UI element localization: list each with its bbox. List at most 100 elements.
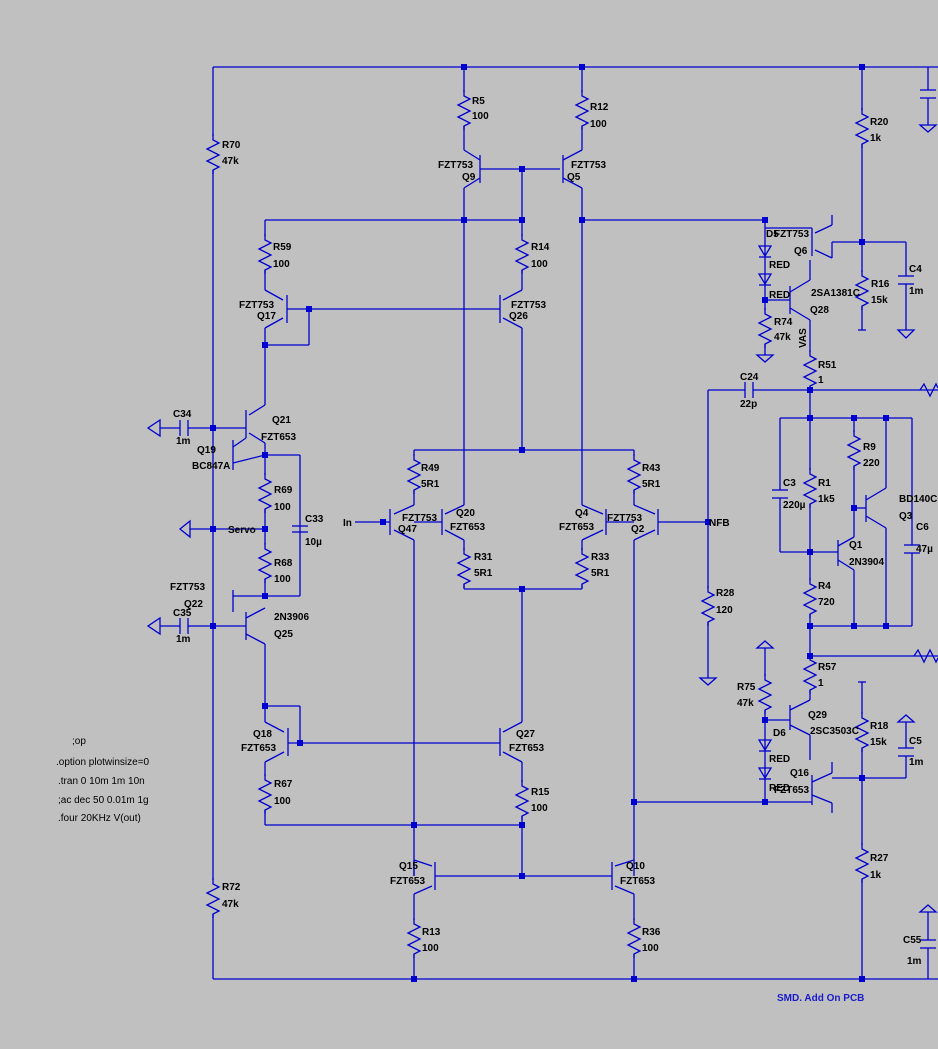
spice-directives: ;op .option plotwinsize=0 .tran 0 10m 1m… (56, 736, 150, 824)
label-q6-model: FZT753 (774, 229, 809, 240)
label-d6-ref: D6 (773, 728, 786, 739)
label-r9-value: 220 (863, 458, 880, 469)
component-labels: R5 100 R12 100 R70 47k R20 1k FZT753 Q9 … (170, 96, 937, 967)
label-q5-ref: Q5 (567, 172, 581, 183)
label-q10-ref: Q10 (626, 861, 645, 872)
diode-d5-upper (757, 245, 773, 258)
label-q4-ref: Q4 (575, 508, 589, 519)
capacitor-c33 (292, 525, 308, 533)
ground-r75 (755, 640, 775, 649)
diode-d6-lower (757, 767, 773, 780)
resistor-r36 (627, 917, 641, 959)
label-r14-value: 100 (531, 259, 548, 270)
smd-note: SMD. Add On PCB (777, 993, 864, 1004)
ground-r28 (698, 677, 718, 686)
ground-c5 (896, 714, 916, 723)
resistor-r51 (803, 349, 817, 391)
label-q3-model: BD140C (899, 494, 937, 505)
label-r1-ref: R1 (818, 478, 831, 489)
label-r72-value: 47k (222, 899, 239, 910)
label-r36-value: 100 (642, 943, 659, 954)
label-c24-value: 22p (740, 399, 757, 410)
label-r36-ref: R36 (642, 927, 661, 938)
label-c3-value: 220µ (783, 500, 806, 511)
label-r33-ref: R33 (591, 552, 610, 563)
label-r27-ref: R27 (870, 853, 889, 864)
label-r68-ref: R68 (274, 558, 293, 569)
label-r12-value: 100 (590, 119, 607, 130)
label-q47-model: FZT753 (402, 513, 437, 524)
directive-option: .option plotwinsize=0 (56, 757, 150, 768)
label-d6-model: RED (769, 754, 790, 765)
label-r67-ref: R67 (274, 779, 293, 790)
label-c33-ref: C33 (305, 514, 324, 525)
resistor-r49 (407, 453, 421, 495)
label-q17-ref: Q17 (257, 311, 276, 322)
label-q20-model: FZT653 (450, 522, 485, 533)
label-c34-value: 1m (176, 436, 191, 447)
label-q4-model: FZT653 (559, 522, 594, 533)
label-q21-model: FZT653 (261, 432, 296, 443)
resistor-r20 (855, 107, 869, 149)
resistors (206, 89, 938, 959)
resistor-r14 (515, 233, 529, 275)
label-r18-ref: R18 (870, 721, 889, 732)
label-r70-value: 47k (222, 156, 239, 167)
label-q27-ref: Q27 (516, 729, 535, 740)
label-q15-ref: Q15 (399, 861, 418, 872)
label-q1-ref: Q1 (849, 540, 863, 551)
label-r31-value: 5R1 (474, 568, 493, 579)
label-q2-ref: Q2 (631, 524, 645, 535)
label-r57-value: 1 (818, 678, 824, 689)
label-q5-model: FZT753 (571, 160, 606, 171)
label-d5-model: RED (769, 260, 790, 271)
label-c5-ref: C5 (909, 736, 922, 747)
label-q18-ref: Q18 (253, 729, 272, 740)
resistor-r31 (457, 547, 471, 589)
label-r20-ref: R20 (870, 117, 889, 128)
label-vas-net: VAS (798, 328, 809, 348)
resistor-r57 (803, 653, 817, 695)
capacitor-c-top-right (920, 89, 936, 99)
label-q47-ref: Q47 (398, 524, 417, 535)
label-r75-ref: R75 (737, 682, 756, 693)
label-q18-model: FZT653 (241, 743, 276, 754)
label-r33-value: 5R1 (591, 568, 610, 579)
label-r20-value: 1k (870, 133, 882, 144)
directive-tran: .tran 0 10m 1m 10n (58, 776, 145, 787)
label-r59-value: 100 (273, 259, 290, 270)
label-q20-ref: Q20 (456, 508, 475, 519)
ground-servo (178, 519, 191, 539)
label-r74-ref: R74 (774, 317, 793, 328)
diode-d6-upper (757, 739, 773, 752)
label-r5-ref: R5 (472, 96, 485, 107)
label-r15-ref: R15 (531, 787, 550, 798)
label-c24-ref: C24 (740, 372, 759, 383)
label-r31-ref: R31 (474, 552, 493, 563)
label-c6-ref: C6 (916, 522, 929, 533)
ground-symbols (146, 124, 938, 913)
label-r28-value: 120 (716, 605, 733, 616)
label-r74-value: 47k (774, 332, 791, 343)
label-r68-value: 100 (274, 574, 291, 585)
label-r18-value: 15k (870, 737, 887, 748)
capacitor-c3 (772, 489, 788, 499)
label-q19-ref: Q19 (197, 445, 216, 456)
label-d5-model-2: RED (769, 290, 790, 301)
resistor-r67 (258, 773, 272, 815)
resistor-r5 (457, 89, 471, 131)
directive-op: ;op (72, 736, 86, 747)
label-q25-ref: Q25 (274, 629, 293, 640)
label-r27-value: 1k (870, 870, 882, 881)
resistor-r12 (575, 89, 589, 131)
label-c33-value: 10µ (305, 537, 322, 548)
label-q16-model: FZT653 (774, 785, 809, 796)
label-q17-model: FZT753 (239, 300, 274, 311)
junction-dots (210, 64, 889, 982)
label-servo-net: Servo (228, 525, 256, 536)
label-c4-ref: C4 (909, 264, 922, 275)
label-q10-model: FZT653 (620, 876, 655, 887)
resistor-r9 (847, 429, 861, 471)
capacitor-c5 (898, 747, 914, 757)
label-r13-ref: R13 (422, 927, 441, 938)
